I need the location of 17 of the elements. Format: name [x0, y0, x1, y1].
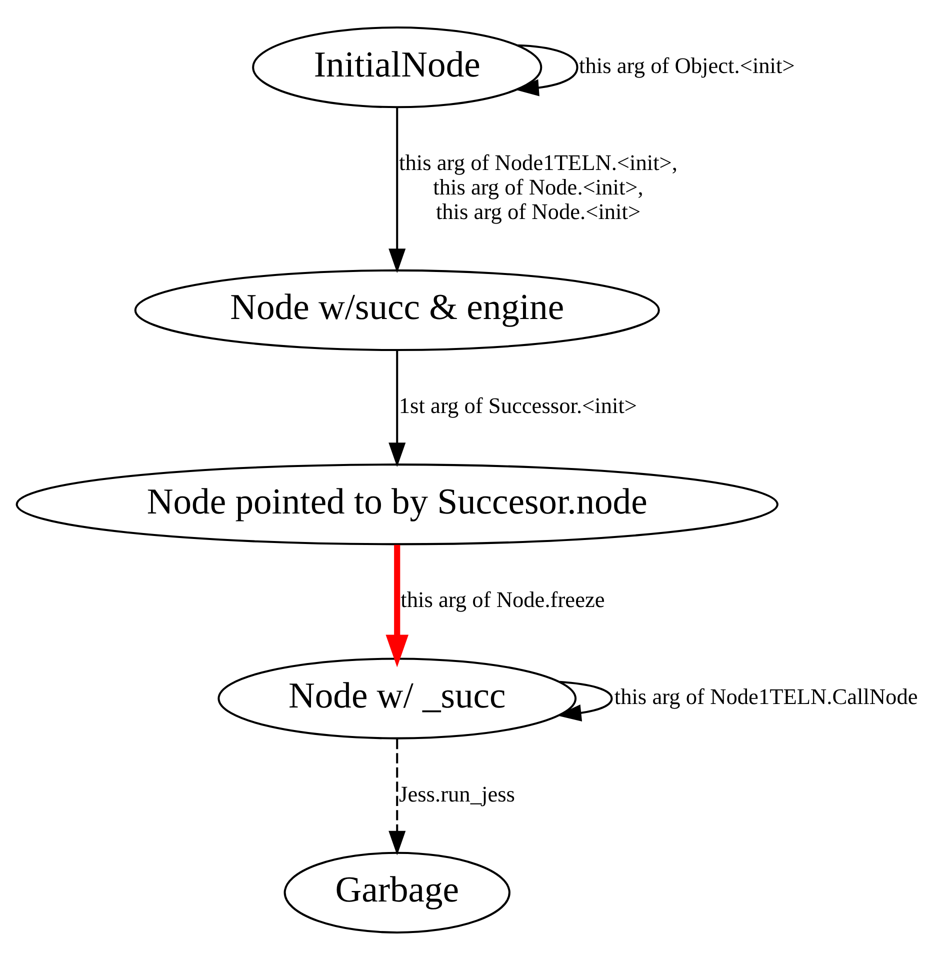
- edge-label: this arg of Node.freeze: [400, 586, 605, 612]
- node-ellipse: Node w/ _succ: [218, 657, 577, 739]
- node-ellipse: Garbage: [284, 851, 510, 933]
- node-ellipse: Node w/succ & engine: [134, 268, 660, 351]
- edge-label: this arg of Node1TELN.CallNode: [614, 684, 918, 709]
- edge-label: this arg of Object.<init>: [579, 52, 795, 78]
- arrow: [514, 44, 578, 96]
- node-ellipse: Node pointed to by Succesor.node: [16, 463, 778, 545]
- arrow: [556, 680, 613, 721]
- arrow: [388, 107, 406, 272]
- arrow: [388, 350, 406, 466]
- arrow: [386, 544, 409, 667]
- edge-label: 1st arg of Successor.<init>: [398, 392, 638, 418]
- edge-label: this arg of Node1TELN.<init>, this arg of Node.<init>, this arg of Node.<init>: [399, 150, 678, 224]
- node-ellipse: InitialNode: [252, 26, 542, 108]
- arrow: [388, 738, 406, 855]
- edge-label: Jess.run_jess: [399, 780, 516, 806]
